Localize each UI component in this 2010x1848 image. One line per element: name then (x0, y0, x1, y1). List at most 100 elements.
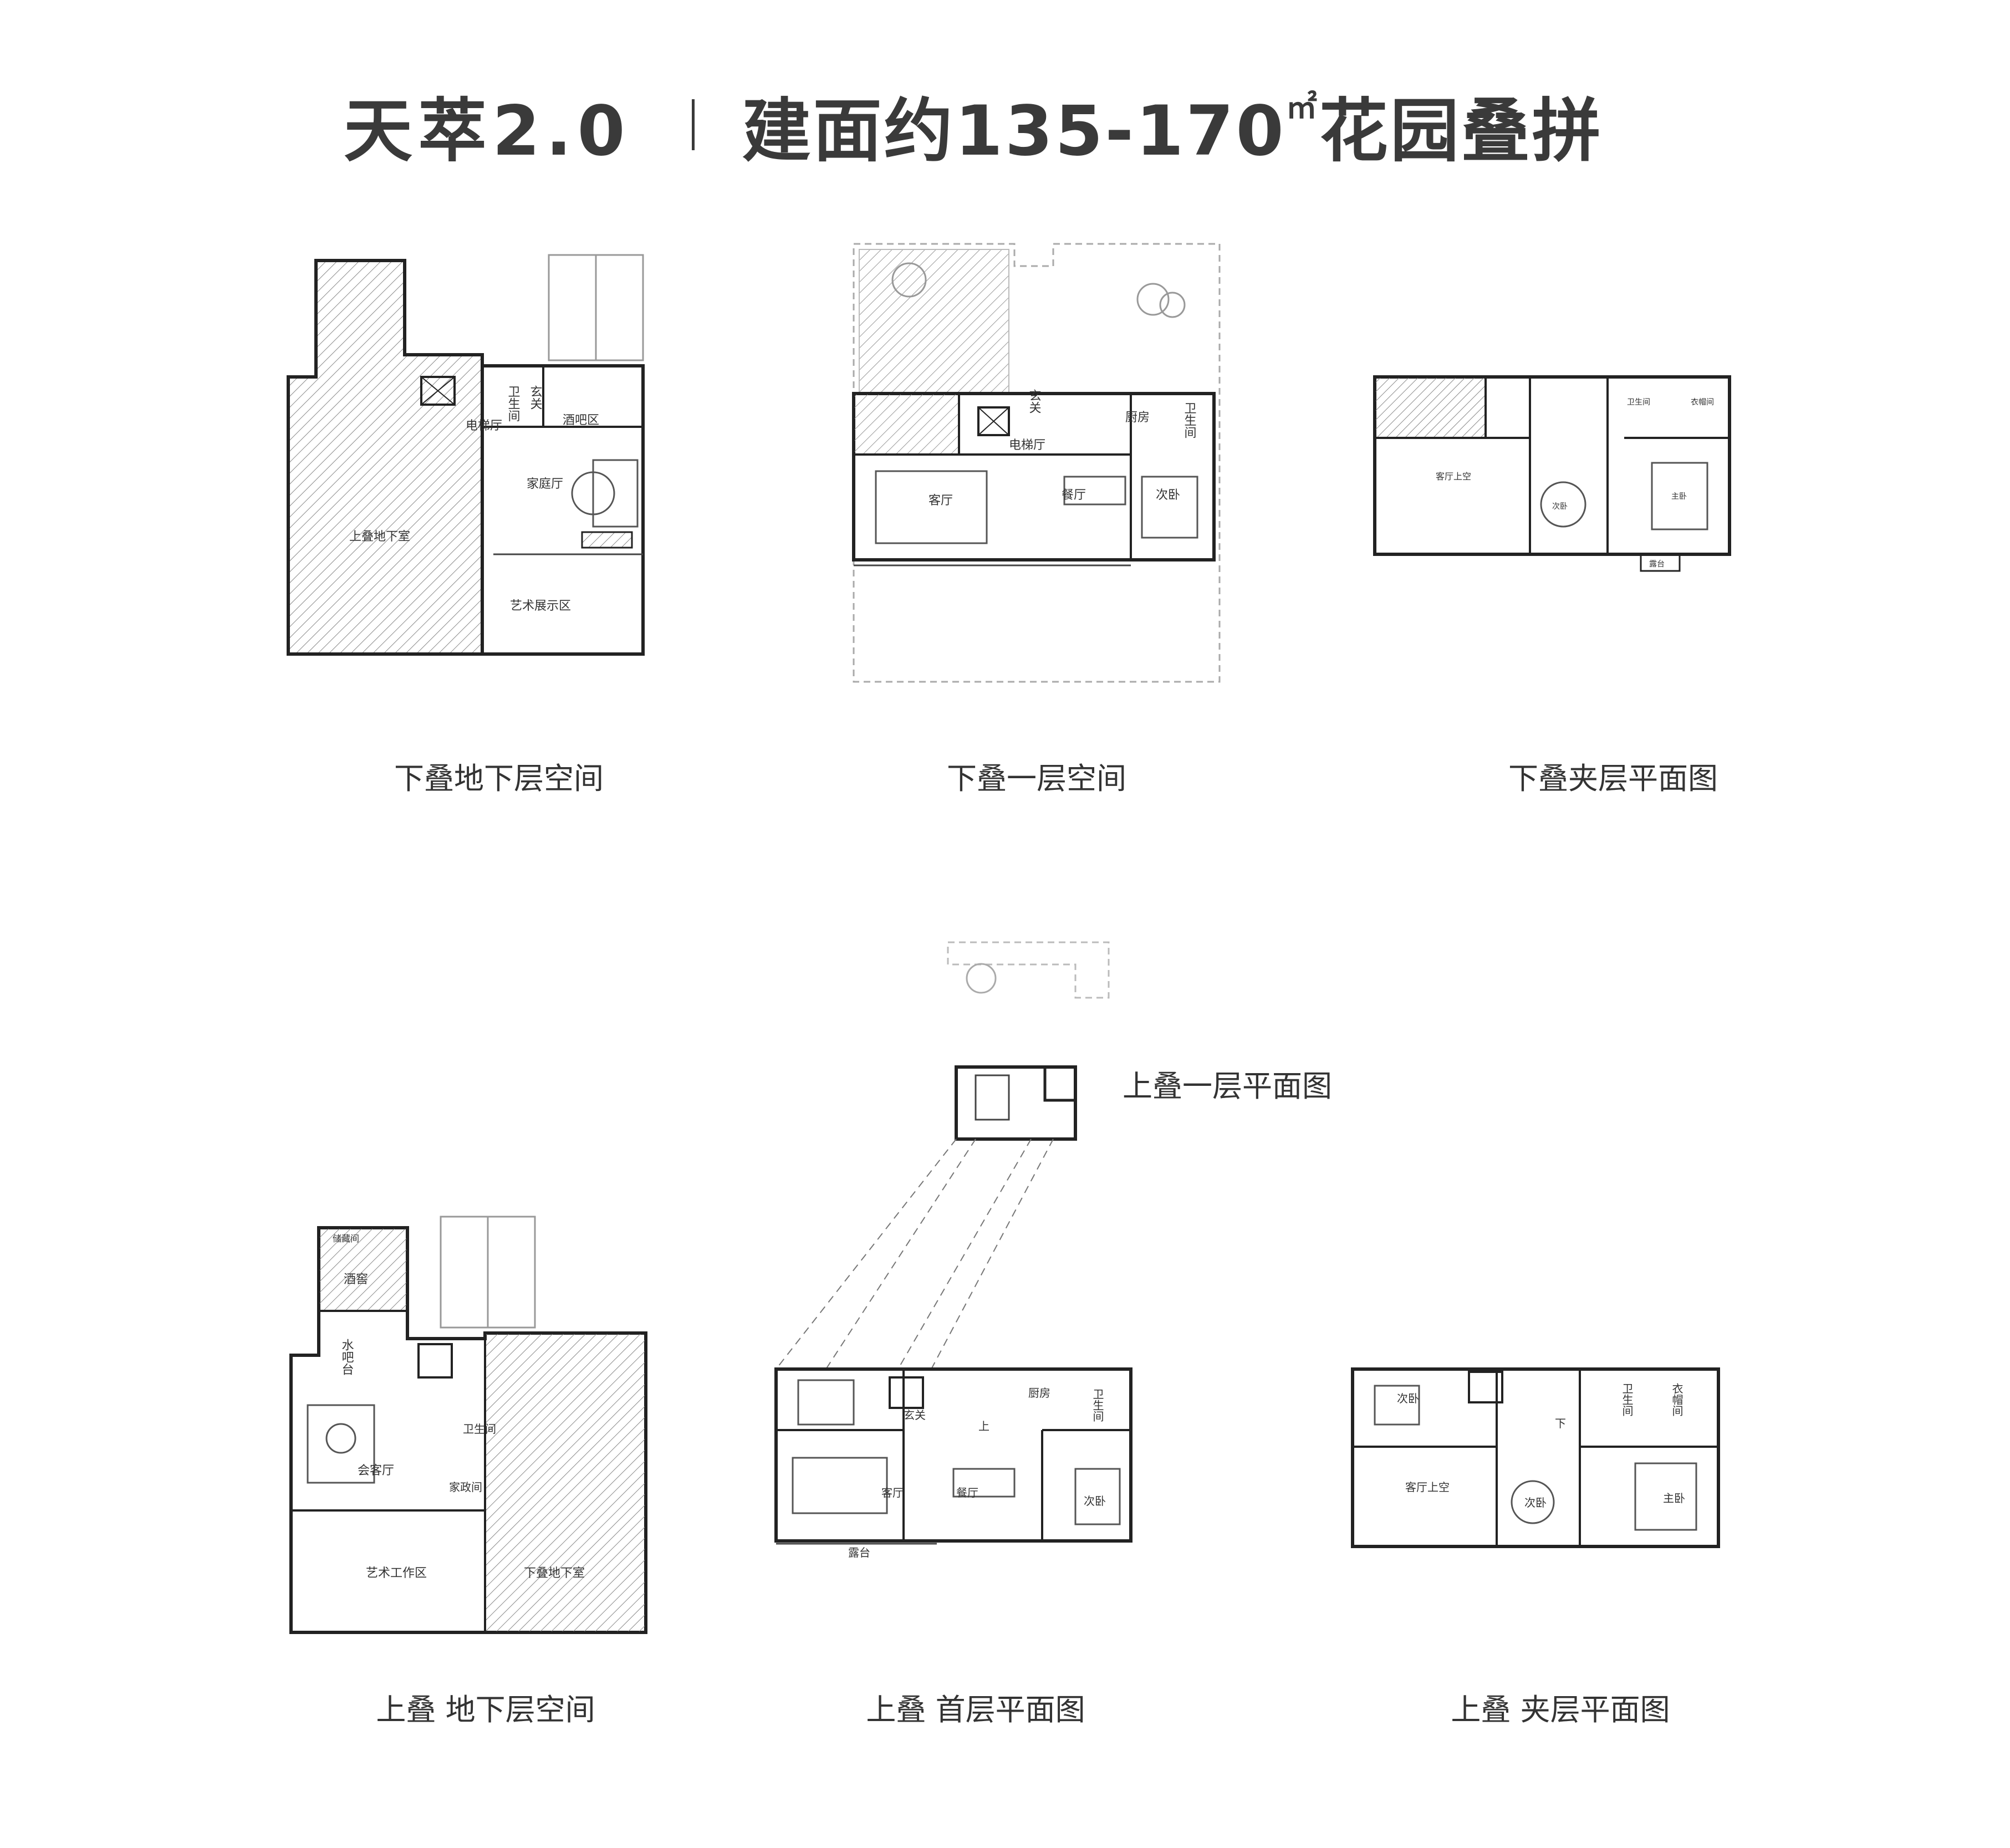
master-bed (1634, 1462, 1697, 1531)
room-down: 下 (1555, 1417, 1566, 1430)
projection-line (931, 1139, 1054, 1370)
plan-lower-basement: 电梯厅 卫生间 玄关 酒吧区 家庭厅 上叠地下室 艺术展示区 (277, 244, 654, 676)
dining-table (1063, 476, 1126, 506)
stair-hatch (853, 392, 960, 456)
room-art-gallery: 艺术展示区 (510, 599, 571, 613)
room-bathroom: 卫生间 (506, 385, 520, 422)
room-utility: 家政间 (449, 1481, 482, 1494)
mezzanine-outline (1373, 375, 1731, 556)
family-table (571, 471, 615, 515)
upper-first-garden-outline (947, 941, 1110, 999)
plan-upper-ground: 玄关 上 厨房 卫生间 客厅 餐厅 次卧 露台 (765, 1347, 1142, 1563)
room-bathroom: 卫生间 (1620, 1383, 1634, 1416)
upper-first-outline (955, 1065, 1077, 1141)
room-water-bar: 水吧台 (340, 1339, 354, 1375)
stair (797, 1379, 855, 1426)
caption-upper-first: 上叠一层平面图 (1123, 1069, 1332, 1104)
room-living-void: 客厅上空 (1405, 1481, 1450, 1494)
caption-upper-ground: 上叠 首层平面图 (866, 1692, 1085, 1727)
room-balcony: 露台 (1649, 560, 1665, 569)
room-cloakroom: 衣帽间 (1691, 398, 1714, 407)
room-living-room: 客厅 (881, 1486, 904, 1499)
dining-table (952, 1468, 1016, 1498)
bed (1374, 1385, 1420, 1426)
living-sofa (792, 1457, 888, 1514)
room-entrance: 玄关 (1027, 389, 1041, 413)
room-art-studio: 艺术工作区 (366, 1566, 427, 1580)
title-divider (691, 99, 695, 150)
caption-lower-basement: 下叠地下层空间 (394, 761, 604, 796)
plan-lower-ground-drawing: 玄关 厨房 卫生间 电梯厅 客厅 餐厅 次卧 (852, 243, 1221, 683)
caption-upper-mezzanine: 上叠 夹层平面图 (1451, 1692, 1670, 1727)
room-bathroom: 卫生间 (1182, 402, 1196, 438)
lower-basement-hatch (484, 1332, 647, 1633)
room-bathroom: 卫生间 (463, 1422, 496, 1436)
building-outline (852, 392, 1216, 561)
upper-basement-area (287, 259, 484, 656)
projection-line (897, 1139, 1032, 1370)
upper-first-projection (776, 941, 1110, 1370)
room-bathroom: 卫生间 (1091, 1388, 1104, 1422)
caption-lower-ground: 下叠一层空间 (947, 761, 1126, 796)
elevator-shaft (417, 1343, 453, 1379)
bed (1074, 1468, 1121, 1525)
upper-mezzanine-outline (1351, 1367, 1720, 1548)
elevator-shaft (977, 406, 1010, 436)
room-master-bedroom: 主卧 (1663, 1492, 1685, 1505)
garden-outline (853, 243, 1221, 683)
room-upper-basement: 上叠地下室 (349, 530, 410, 544)
area-unit: ㎡ (1285, 90, 1319, 126)
right-block-outline (481, 364, 645, 656)
room-up: 上 (978, 1420, 989, 1433)
wine-cellar-hatch (318, 1227, 409, 1312)
lounge-table (325, 1423, 356, 1454)
room-kitchen: 厨房 (1028, 1386, 1050, 1400)
plan-lower-ground: 玄关 厨房 卫生间 电梯厅 客厅 餐厅 次卧 (843, 233, 1231, 687)
plan-lower-basement-drawing: 电梯厅 卫生间 玄关 酒吧区 家庭厅 上叠地下室 艺术展示区 (287, 254, 645, 656)
fireplace (581, 531, 633, 549)
room-second-bedroom: 次卧 (1084, 1494, 1106, 1508)
stair-hatch (1374, 376, 1487, 439)
room-bathroom: 卫生间 (1627, 398, 1650, 407)
room-dining-room: 餐厅 (1062, 488, 1086, 502)
room-master-bedroom: 主卧 (1671, 492, 1687, 501)
room-entrance: 玄关 (528, 385, 542, 410)
living-sofa (875, 470, 988, 544)
page-header: 天萃2.0 建面约135-170㎡花园叠拼 (344, 78, 1603, 172)
room-terrace: 露台 (848, 1546, 870, 1559)
room-dining-room: 餐厅 (956, 1486, 978, 1499)
room-wine-cellar: 酒窖 (344, 1273, 368, 1287)
plan-upper-ground-drawing: 玄关 上 厨房 卫生间 客厅 餐厅 次卧 露台 (774, 1367, 1132, 1559)
plan-upper-mezzanine-drawing: 次卧 卫生间 衣帽间 下 客厅上空 次卧 主卧 (1351, 1367, 1720, 1548)
tree-icon (1159, 292, 1186, 318)
chair-icon (1540, 481, 1586, 528)
plan-lower-mezzanine-drawing: 客厅上空 卫生间 衣帽间 次卧 主卧 露台 (1373, 375, 1731, 572)
tree-icon (966, 963, 997, 994)
room-elevator-hall: 电梯厅 (1009, 438, 1045, 452)
plan-upper-mezzanine: 次卧 卫生间 衣帽间 下 客厅上空 次卧 主卧 (1341, 1330, 1730, 1574)
plan-lower-mezzanine: 客厅上空 卫生间 衣帽间 次卧 主卧 露台 (1364, 366, 1741, 576)
project-name: 天萃2.0 (344, 91, 631, 171)
plan-upper-basement-drawing: 储藏间 酒窖 水吧台 卫生间 会客厅 家政间 艺术工作区 下叠地下室 (289, 1216, 647, 1634)
room-second-bedroom-a: 次卧 (1397, 1392, 1419, 1405)
tree-icon (1136, 283, 1170, 316)
projection-line (825, 1139, 976, 1370)
master-bed (1651, 462, 1708, 530)
room-lounge: 会客厅 (358, 1464, 394, 1478)
projection-line (776, 1139, 957, 1370)
room-cloakroom: 衣帽间 (1670, 1383, 1683, 1416)
plan-upper-basement: 储藏间 酒窖 水吧台 卫生间 会客厅 家政间 艺术工作区 下叠地下室 (280, 1211, 657, 1643)
room-living-room: 客厅 (929, 494, 953, 508)
stair (975, 1074, 1010, 1121)
elevator-shaft (889, 1376, 924, 1409)
balcony-outline (1640, 553, 1681, 572)
family-sofa (592, 459, 639, 528)
caption-lower-mezzanine: 下叠夹层平面图 (1508, 761, 1718, 796)
room-second-bedroom: 次卧 (1552, 502, 1568, 511)
lounge-sofa (307, 1404, 375, 1484)
room-entrance: 玄关 (904, 1408, 926, 1422)
room-living-void: 客厅上空 (1436, 471, 1471, 482)
area-spec-prefix: 建面约135-170 (742, 91, 1286, 171)
room-second-bedroom: 次卧 (1156, 488, 1180, 502)
